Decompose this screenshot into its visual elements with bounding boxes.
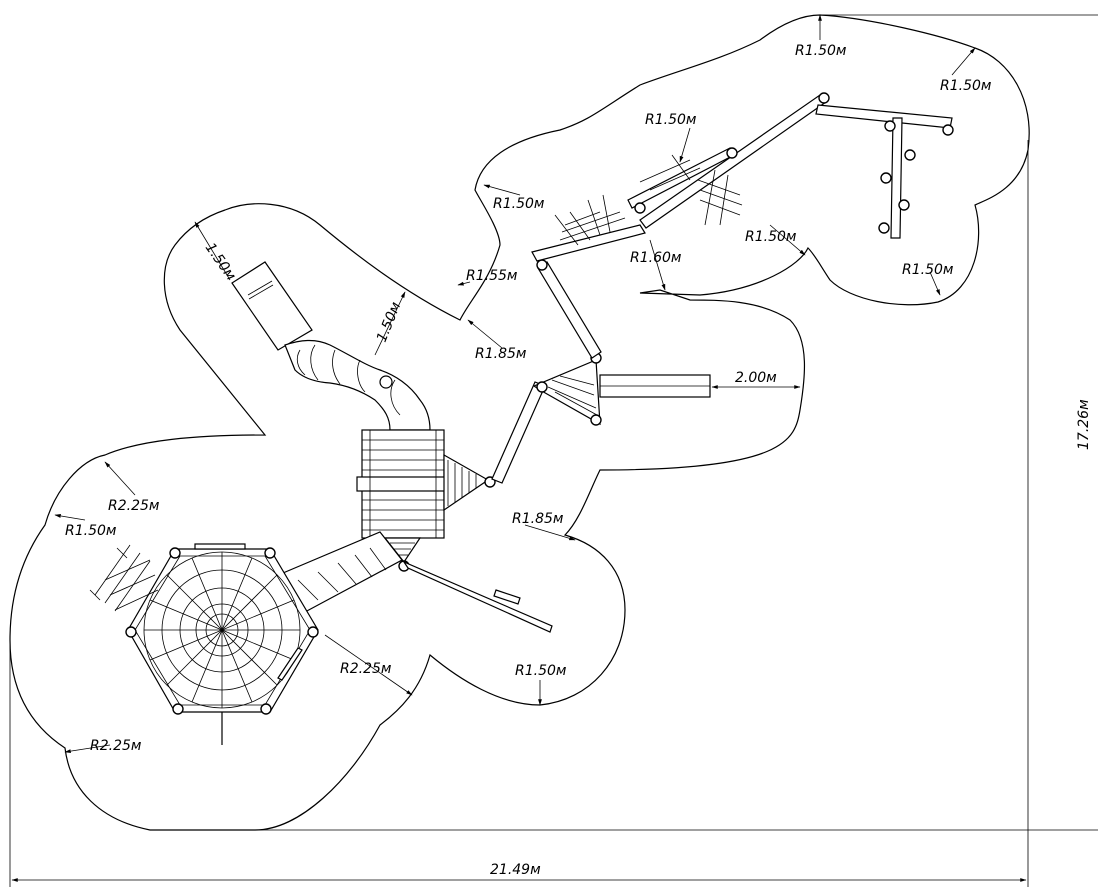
tube-slide (231, 261, 431, 431)
radius-label-top-right: R1.50м (940, 78, 992, 94)
radius-label-upper-mid: R1.50м (645, 112, 697, 128)
radius-label-hex-bottom: R2.25м (90, 738, 142, 754)
radius-label-left-notch: R1.55м (466, 268, 518, 284)
radius-label-hex-top: R2.25м (108, 498, 160, 514)
overall-height-label: 17.26м (1076, 399, 1092, 450)
hexagonal-net-climber (125, 543, 319, 745)
radius-label-upper-left: R1.50м (493, 196, 545, 212)
tube-clearance-label: 1.50м (374, 299, 405, 344)
upper-walkway (531, 92, 954, 262)
slide-clearance-label: 1.50м (202, 240, 239, 284)
rope-net-north (554, 154, 743, 246)
beam-northwest (536, 259, 602, 359)
radius-label-right-mid: R1.50м (745, 229, 797, 245)
balance-beam-south (402, 560, 553, 633)
radius-label-hex-left: R1.50м (65, 523, 117, 539)
slide-runout-label: 2.00м (735, 370, 777, 386)
radius-label-notch: R1.60м (630, 250, 682, 266)
rope-ladder-west (89, 544, 159, 612)
beam-to-east-platform (491, 352, 711, 484)
dimension-leaders (54, 14, 976, 754)
radius-label-south: R1.50м (515, 663, 567, 679)
overall-width-label: 21.49м (490, 862, 541, 878)
radius-label-lower-mid: R1.85м (512, 511, 564, 527)
central-platform (356, 429, 496, 572)
radius-label-top: R1.50м (795, 43, 847, 59)
safety-zone-outline (9, 14, 1030, 831)
radius-label-mid: R1.85м (475, 346, 527, 362)
radius-label-right-low: R1.50м (902, 262, 954, 278)
radius-label-hex-right: R2.25м (340, 661, 392, 677)
